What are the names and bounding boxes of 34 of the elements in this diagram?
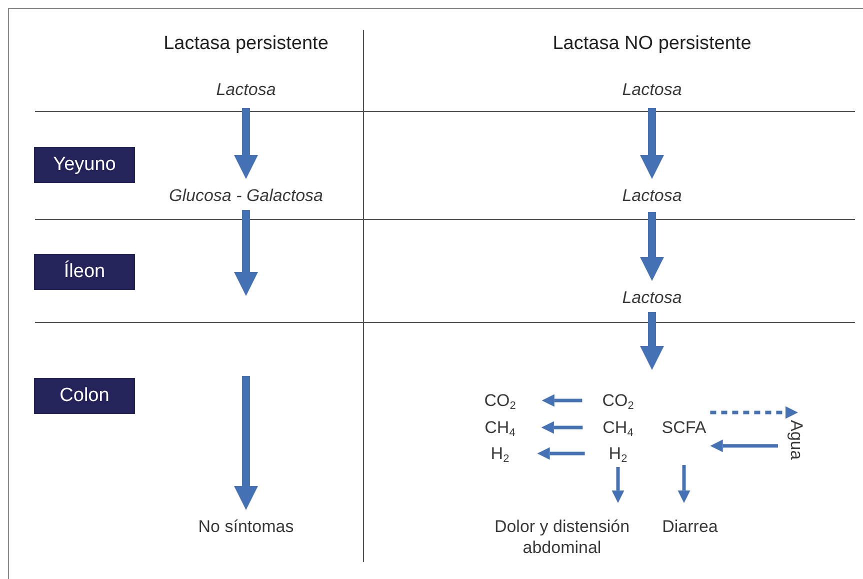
- node-text: Lactosa: [216, 79, 276, 100]
- node-text: CO$_{2}$: [484, 390, 516, 411]
- arrow: [640, 212, 664, 281]
- node-text: H$_{2}$: [490, 443, 510, 464]
- arrow: [710, 440, 778, 452]
- node-text: Diarrea: [662, 516, 718, 537]
- node-text: SCFA: [662, 417, 706, 438]
- node-text: Dolor y distensión abdominal: [472, 516, 652, 558]
- arrow: [234, 210, 258, 296]
- arrow: [234, 108, 258, 179]
- column-heading: Lactasa NO persistente: [552, 32, 752, 56]
- arrow: [710, 406, 798, 419]
- node-text: Glucosa - Galactosa: [169, 185, 323, 206]
- arrow: [640, 108, 664, 179]
- arrow: [541, 421, 583, 434]
- arrow: [542, 394, 582, 407]
- arrow: [612, 467, 624, 503]
- node-text: No síntomas: [198, 516, 294, 537]
- node-text: Lactosa: [622, 79, 682, 100]
- node-text: CH$_{4}$: [484, 417, 516, 438]
- node-text: Lactosa: [622, 185, 682, 206]
- column-heading: Lactasa persistente: [164, 32, 328, 56]
- region-label: Yeyuno: [34, 147, 135, 183]
- arrow: [640, 312, 664, 370]
- region-label: Colon: [34, 378, 135, 414]
- node-text: Lactosa: [622, 287, 682, 308]
- arrow: [678, 465, 690, 503]
- node-text: CO$_{2}$: [602, 390, 634, 411]
- arrow: [537, 447, 585, 460]
- arrow: [234, 376, 258, 510]
- node-text: H$_{2}$: [608, 443, 628, 464]
- region-label: Íleon: [34, 254, 135, 290]
- node-text: CH$_{4}$: [602, 417, 634, 438]
- node-text: Agua: [786, 420, 806, 460]
